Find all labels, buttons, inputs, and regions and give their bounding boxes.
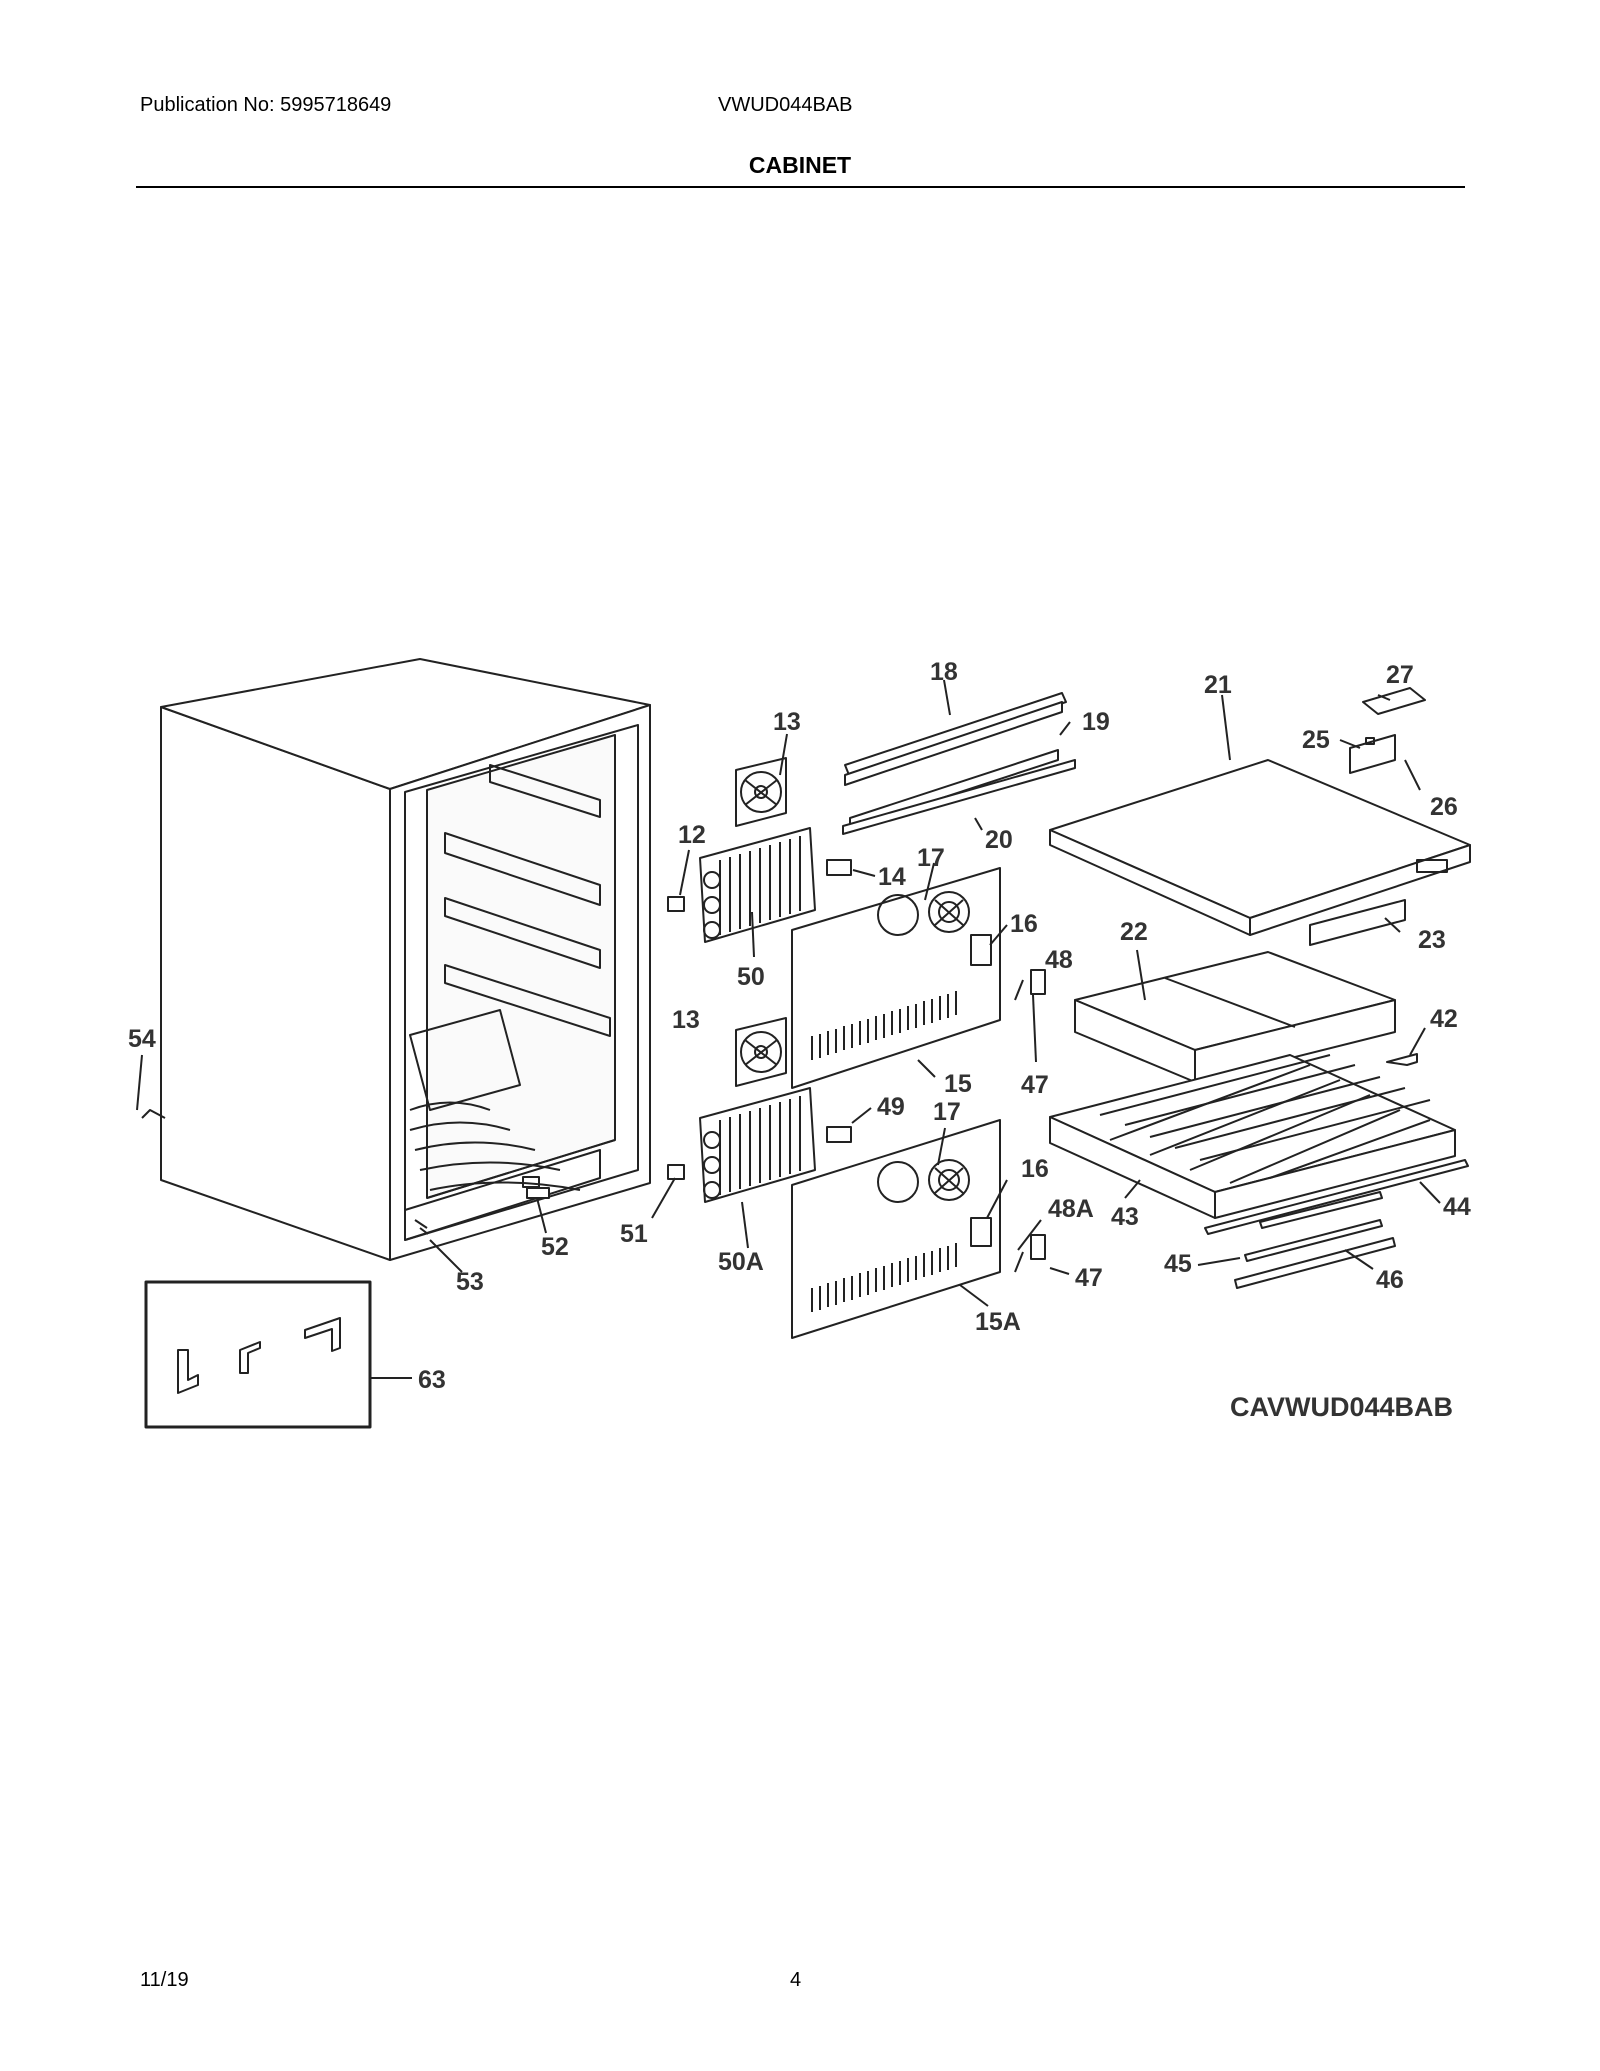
callout-45: 45 (1164, 1250, 1192, 1278)
callout-15: 15 (944, 1070, 972, 1098)
footer-date: 11/19 (140, 1969, 189, 1991)
callout-48: 48 (1045, 946, 1073, 974)
callout-labels: 18 13 19 21 27 25 26 12 20 14 17 16 50 2… (128, 658, 1471, 1394)
callout-52: 52 (541, 1233, 569, 1261)
callout-16-upper: 16 (1010, 910, 1038, 938)
callout-47-lower: 47 (1075, 1264, 1103, 1292)
callout-47-upper: 47 (1021, 1071, 1049, 1099)
callout-42: 42 (1430, 1005, 1458, 1033)
callout-12: 12 (678, 821, 706, 849)
callout-25: 25 (1302, 726, 1330, 754)
callout-22: 22 (1120, 918, 1148, 946)
callout-44: 44 (1443, 1193, 1471, 1221)
callout-20: 20 (985, 826, 1013, 854)
section-title: CABINET (748, 152, 852, 178)
cabinet-top-drawing (1049, 687, 1471, 946)
callout-21: 21 (1204, 671, 1232, 699)
top-strips-drawing (842, 692, 1076, 835)
leader-lines (136, 679, 1441, 1379)
callout-17-upper: 17 (917, 844, 945, 872)
base-grille-drawing (1049, 1054, 1469, 1289)
publication-number: Publication No: 5995718649 (140, 94, 392, 116)
callout-53: 53 (456, 1268, 484, 1296)
fan-assembly-upper-drawing (667, 757, 1046, 1089)
callout-63: 63 (418, 1366, 446, 1394)
callout-27: 27 (1386, 661, 1414, 689)
callout-19: 19 (1082, 708, 1110, 736)
callout-48A: 48A (1048, 1195, 1094, 1223)
callout-16-lower: 16 (1021, 1155, 1049, 1183)
callout-13-lower: 13 (672, 1006, 700, 1034)
callout-43: 43 (1111, 1203, 1139, 1231)
callout-46: 46 (1376, 1266, 1404, 1294)
callout-17-lower: 17 (933, 1098, 961, 1126)
fan-assembly-lower-drawing (667, 1017, 1046, 1339)
hinge-kit-box-drawing (144, 1280, 372, 1429)
callout-54: 54 (128, 1025, 156, 1053)
model-number: VWUD044BAB (718, 94, 853, 116)
callout-49: 49 (877, 1093, 905, 1121)
callout-23: 23 (1418, 926, 1446, 954)
callout-14: 14 (878, 863, 906, 891)
header-rule (136, 186, 1465, 188)
callout-15A: 15A (975, 1308, 1021, 1336)
evaporator-cover-drawing (1074, 951, 1418, 1083)
cabinet-body-drawing (141, 658, 651, 1261)
callout-50: 50 (737, 963, 765, 991)
callout-13-upper: 13 (773, 708, 801, 736)
callout-18: 18 (930, 658, 958, 686)
callout-50A: 50A (718, 1248, 764, 1276)
callout-26: 26 (1430, 793, 1458, 821)
page-number: 4 (790, 1969, 802, 1991)
diagram-code: CAVWUD044BAB (1230, 1392, 1454, 1422)
callout-51: 51 (620, 1220, 648, 1248)
